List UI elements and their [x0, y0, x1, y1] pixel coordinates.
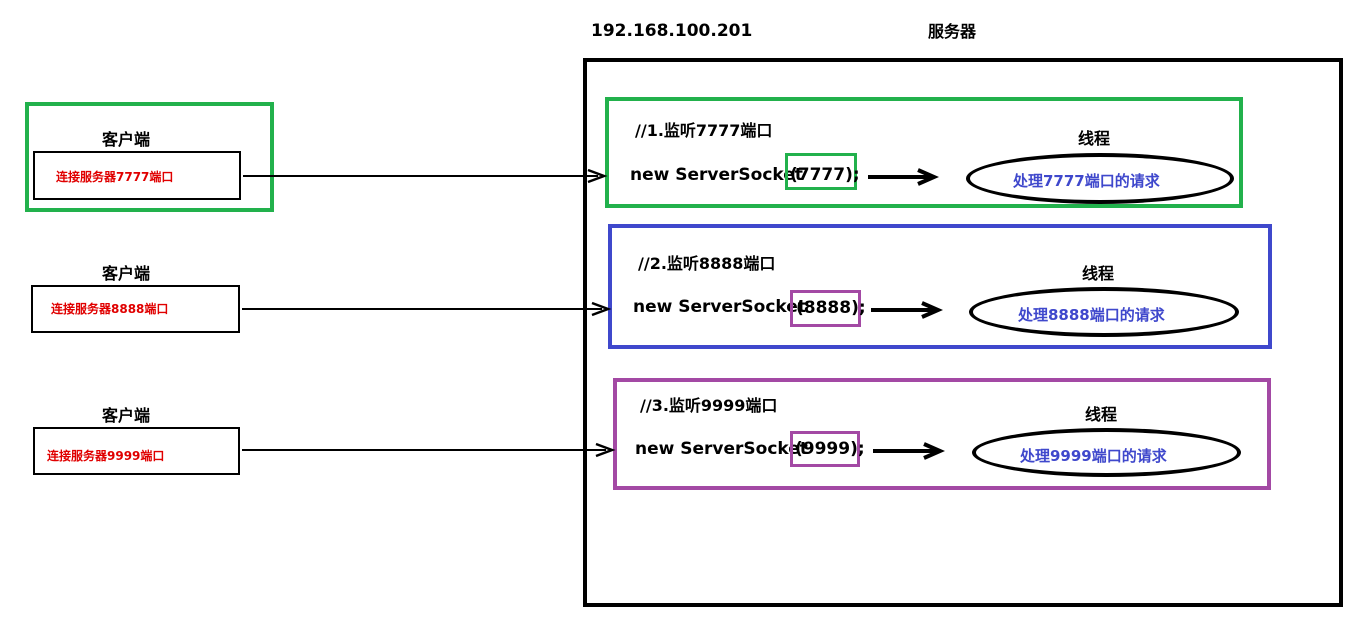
listener-1-thread-arrow: [868, 168, 939, 186]
client-3-action: 连接服务器9999端口: [47, 449, 165, 463]
listener-2-thread-text: 处理8888端口的请求: [1018, 306, 1165, 324]
listener-3-comment: //3.监听9999端口: [640, 396, 778, 415]
listener-2-port-highlight: [790, 290, 861, 327]
listener-3-thread-label: 线程: [1085, 405, 1118, 424]
client-3-label: 客户端: [102, 406, 151, 425]
listener-2-comment: //2.监听8888端口: [638, 254, 776, 273]
listener-1-frame: [605, 97, 1243, 208]
listener-1-port-arg: (7777);: [790, 165, 860, 185]
listener-2-thread-ellipse: [969, 287, 1239, 337]
listener-3-port-arg: (9999);: [795, 439, 865, 459]
listener-1-thread-text: 处理7777端口的请求: [1013, 172, 1160, 190]
listener-1-code-prefix: new ServerSocke: [630, 165, 795, 185]
server-label: 服务器: [928, 22, 977, 41]
client-1-arrow: [243, 168, 608, 184]
client-3-box: [33, 427, 240, 475]
client-2-label: 客户端: [102, 264, 151, 283]
listener-2-thread-arrow: [871, 301, 943, 319]
listener-2-code: new ServerSocket: [633, 297, 806, 317]
client-2-action: 连接服务器8888端口: [51, 302, 169, 316]
listener-1-thread-label: 线程: [1078, 129, 1111, 148]
listener-3-code: new ServerSocket: [635, 439, 808, 459]
listener-1-code-suffix: t: [794, 165, 803, 185]
listener-2-thread-label: 线程: [1082, 264, 1115, 283]
listener-2-frame: [608, 224, 1272, 349]
listener-2-port-arg: (8888);: [796, 298, 866, 318]
listener-1-port-highlight: [785, 153, 857, 190]
listener-3-thread-ellipse: [972, 428, 1241, 477]
listener-3-thread-text: 处理9999端口的请求: [1020, 447, 1167, 465]
server-ip: 192.168.100.201: [591, 21, 753, 41]
listener-3-port-highlight: [790, 431, 860, 467]
client-1-box: [33, 151, 241, 200]
listener-3-frame: [613, 378, 1271, 490]
client-3-arrow: [242, 442, 616, 458]
listener-1-thread-ellipse: [966, 153, 1234, 204]
listener-1-comment: //1.监听7777端口: [635, 121, 773, 140]
client-1-label: 客户端: [102, 130, 151, 149]
client-2-arrow: [242, 301, 612, 317]
client-1-action: 连接服务器7777端口: [56, 170, 174, 184]
listener-3-thread-arrow: [873, 442, 945, 460]
server-box: [583, 58, 1343, 607]
client-2-box: [31, 285, 240, 333]
listener-1-code: new ServerSocket: [630, 165, 803, 185]
client-1-frame: [25, 102, 274, 212]
